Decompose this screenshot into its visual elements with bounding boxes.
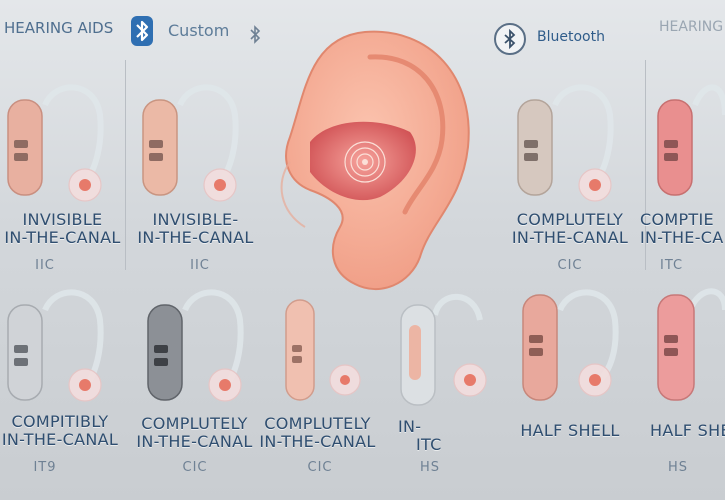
header-bar: HEARING AIDS Custom Bluetooth HEARING	[0, 0, 725, 60]
device-label: COMPTIE IN-THE-CANAL	[640, 210, 725, 247]
device-label: INVISIBLE IN-THE-CANAL	[4, 210, 121, 247]
hearing-aid-device	[395, 285, 505, 415]
device-code: ITC	[660, 258, 684, 273]
device-label: IN- ITC	[398, 417, 442, 454]
device-code: IIC	[35, 258, 55, 273]
header-title-right: HEARING	[659, 19, 724, 35]
header-title-left: HEARING AIDS	[4, 19, 114, 37]
device-code: HS	[419, 460, 441, 475]
device-code: IT9	[33, 460, 57, 475]
device-label: COMPLUTELY IN-THE-CANAL	[259, 414, 376, 451]
device-label: COMPITIBLY IN-THE-CANAL	[1, 412, 119, 449]
device-label: COMPLUTELY IN-THE-CANAL	[511, 210, 629, 247]
hearing-aid-device	[0, 75, 120, 210]
hearing-aid-device	[510, 75, 630, 210]
device-label: INVISIBLE- IN-THE-CANAL	[137, 210, 254, 247]
header-custom-label: Custom	[168, 21, 230, 40]
hearing-aid-device	[0, 280, 120, 415]
device-label: HALF SHELL	[520, 421, 620, 440]
device-label: HALF SHELL	[650, 421, 725, 440]
device-code: CIC	[307, 460, 333, 475]
device-code: CIC	[557, 258, 583, 273]
bluetooth-icon	[131, 16, 153, 46]
hearing-aid-device	[650, 280, 725, 415]
header-bluetooth-label: Bluetooth	[537, 29, 605, 45]
bluetooth-icon	[494, 23, 526, 55]
ear-illustration	[270, 22, 480, 302]
divider	[125, 60, 126, 270]
device-code: CIC	[182, 460, 208, 475]
device-code: HS	[668, 460, 689, 475]
hearing-aid-device	[515, 280, 635, 415]
hearing-aid-device	[140, 280, 260, 415]
hearing-aid-device	[135, 75, 255, 210]
bluetooth-icon	[248, 24, 262, 51]
hearing-aid-device	[650, 75, 725, 210]
divider	[645, 60, 646, 270]
device-code: IIC	[190, 258, 210, 273]
hearing-aid-device	[280, 290, 380, 415]
device-label: COMPLUTELY IN-THE-CANAL	[136, 414, 253, 451]
